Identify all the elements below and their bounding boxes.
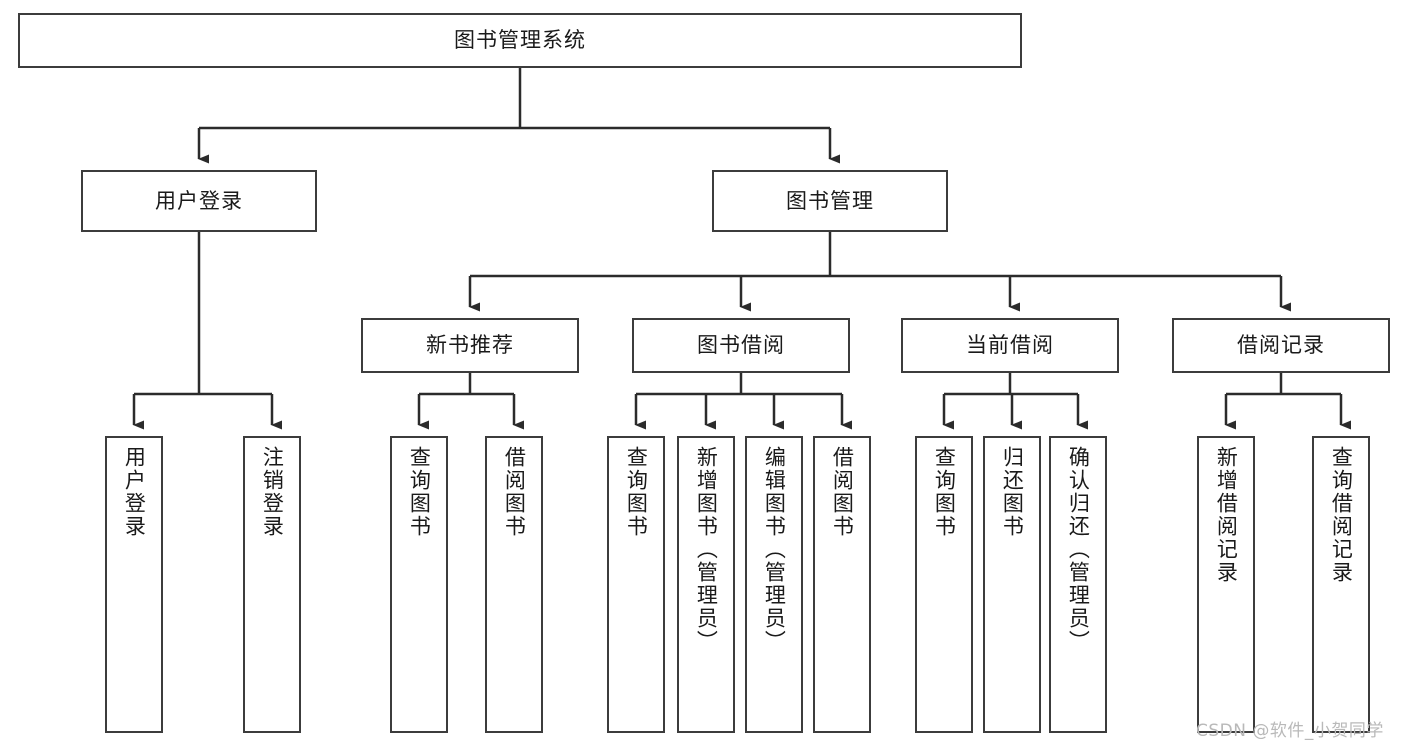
node-leaf-logout[interactable]: 注销登录 xyxy=(243,436,301,733)
node-leaf-query-record[interactable]: 查询借阅记录 xyxy=(1312,436,1370,733)
node-new-book-rec[interactable]: 新书推荐 xyxy=(361,318,579,373)
node-label-leaf-rec-borrow-book: 借阅图书 xyxy=(502,446,527,538)
node-leaf-cur-query-book[interactable]: 查询图书 xyxy=(915,436,973,733)
node-borrow-record[interactable]: 借阅记录 xyxy=(1172,318,1390,373)
node-leaf-add-record[interactable]: 新增借阅记录 xyxy=(1197,436,1255,733)
node-label-leaf-confirm-return: 确认归还（管理员） xyxy=(1066,446,1091,653)
node-label-leaf-borrow-book: 借阅图书 xyxy=(830,446,855,538)
node-label-leaf-query-record: 查询借阅记录 xyxy=(1329,446,1354,584)
csdn-watermark: CSDN @软件_小贺同学 xyxy=(1196,721,1384,741)
node-label-book-manage: 图书管理 xyxy=(786,188,874,213)
node-book-manage[interactable]: 图书管理 xyxy=(712,170,948,232)
node-leaf-borrow-book[interactable]: 借阅图书 xyxy=(813,436,871,733)
node-label-leaf-return-book: 归还图书 xyxy=(1000,446,1025,538)
node-label-leaf-borrow-query-book: 查询图书 xyxy=(624,446,649,538)
node-current-borrow[interactable]: 当前借阅 xyxy=(901,318,1119,373)
node-leaf-rec-query-book[interactable]: 查询图书 xyxy=(390,436,448,733)
node-leaf-edit-book[interactable]: 编辑图书（管理员） xyxy=(745,436,803,733)
node-label-leaf-cur-query-book: 查询图书 xyxy=(932,446,957,538)
node-label-leaf-edit-book: 编辑图书（管理员） xyxy=(762,446,787,653)
node-label-leaf-rec-query-book: 查询图书 xyxy=(407,446,432,538)
node-leaf-borrow-query-book[interactable]: 查询图书 xyxy=(607,436,665,733)
node-leaf-return-book[interactable]: 归还图书 xyxy=(983,436,1041,733)
node-label-leaf-logout: 注销登录 xyxy=(260,446,285,538)
node-label-book-borrow: 图书借阅 xyxy=(697,333,785,358)
node-leaf-user-login[interactable]: 用户登录 xyxy=(105,436,163,733)
node-user-login[interactable]: 用户登录 xyxy=(81,170,317,232)
node-label-root: 图书管理系统 xyxy=(454,28,586,53)
node-label-leaf-add-book: 新增图书（管理员） xyxy=(694,446,719,653)
node-label-leaf-add-record: 新增借阅记录 xyxy=(1214,446,1239,584)
node-book-borrow[interactable]: 图书借阅 xyxy=(632,318,850,373)
node-label-new-book-rec: 新书推荐 xyxy=(426,333,514,358)
node-leaf-add-book[interactable]: 新增图书（管理员） xyxy=(677,436,735,733)
node-label-leaf-user-login: 用户登录 xyxy=(122,446,147,538)
node-leaf-confirm-return[interactable]: 确认归还（管理员） xyxy=(1049,436,1107,733)
node-label-borrow-record: 借阅记录 xyxy=(1237,333,1325,358)
node-label-current-borrow: 当前借阅 xyxy=(966,333,1054,358)
node-root[interactable]: 图书管理系统 xyxy=(18,13,1022,68)
node-leaf-rec-borrow-book[interactable]: 借阅图书 xyxy=(485,436,543,733)
node-label-user-login: 用户登录 xyxy=(155,188,243,213)
